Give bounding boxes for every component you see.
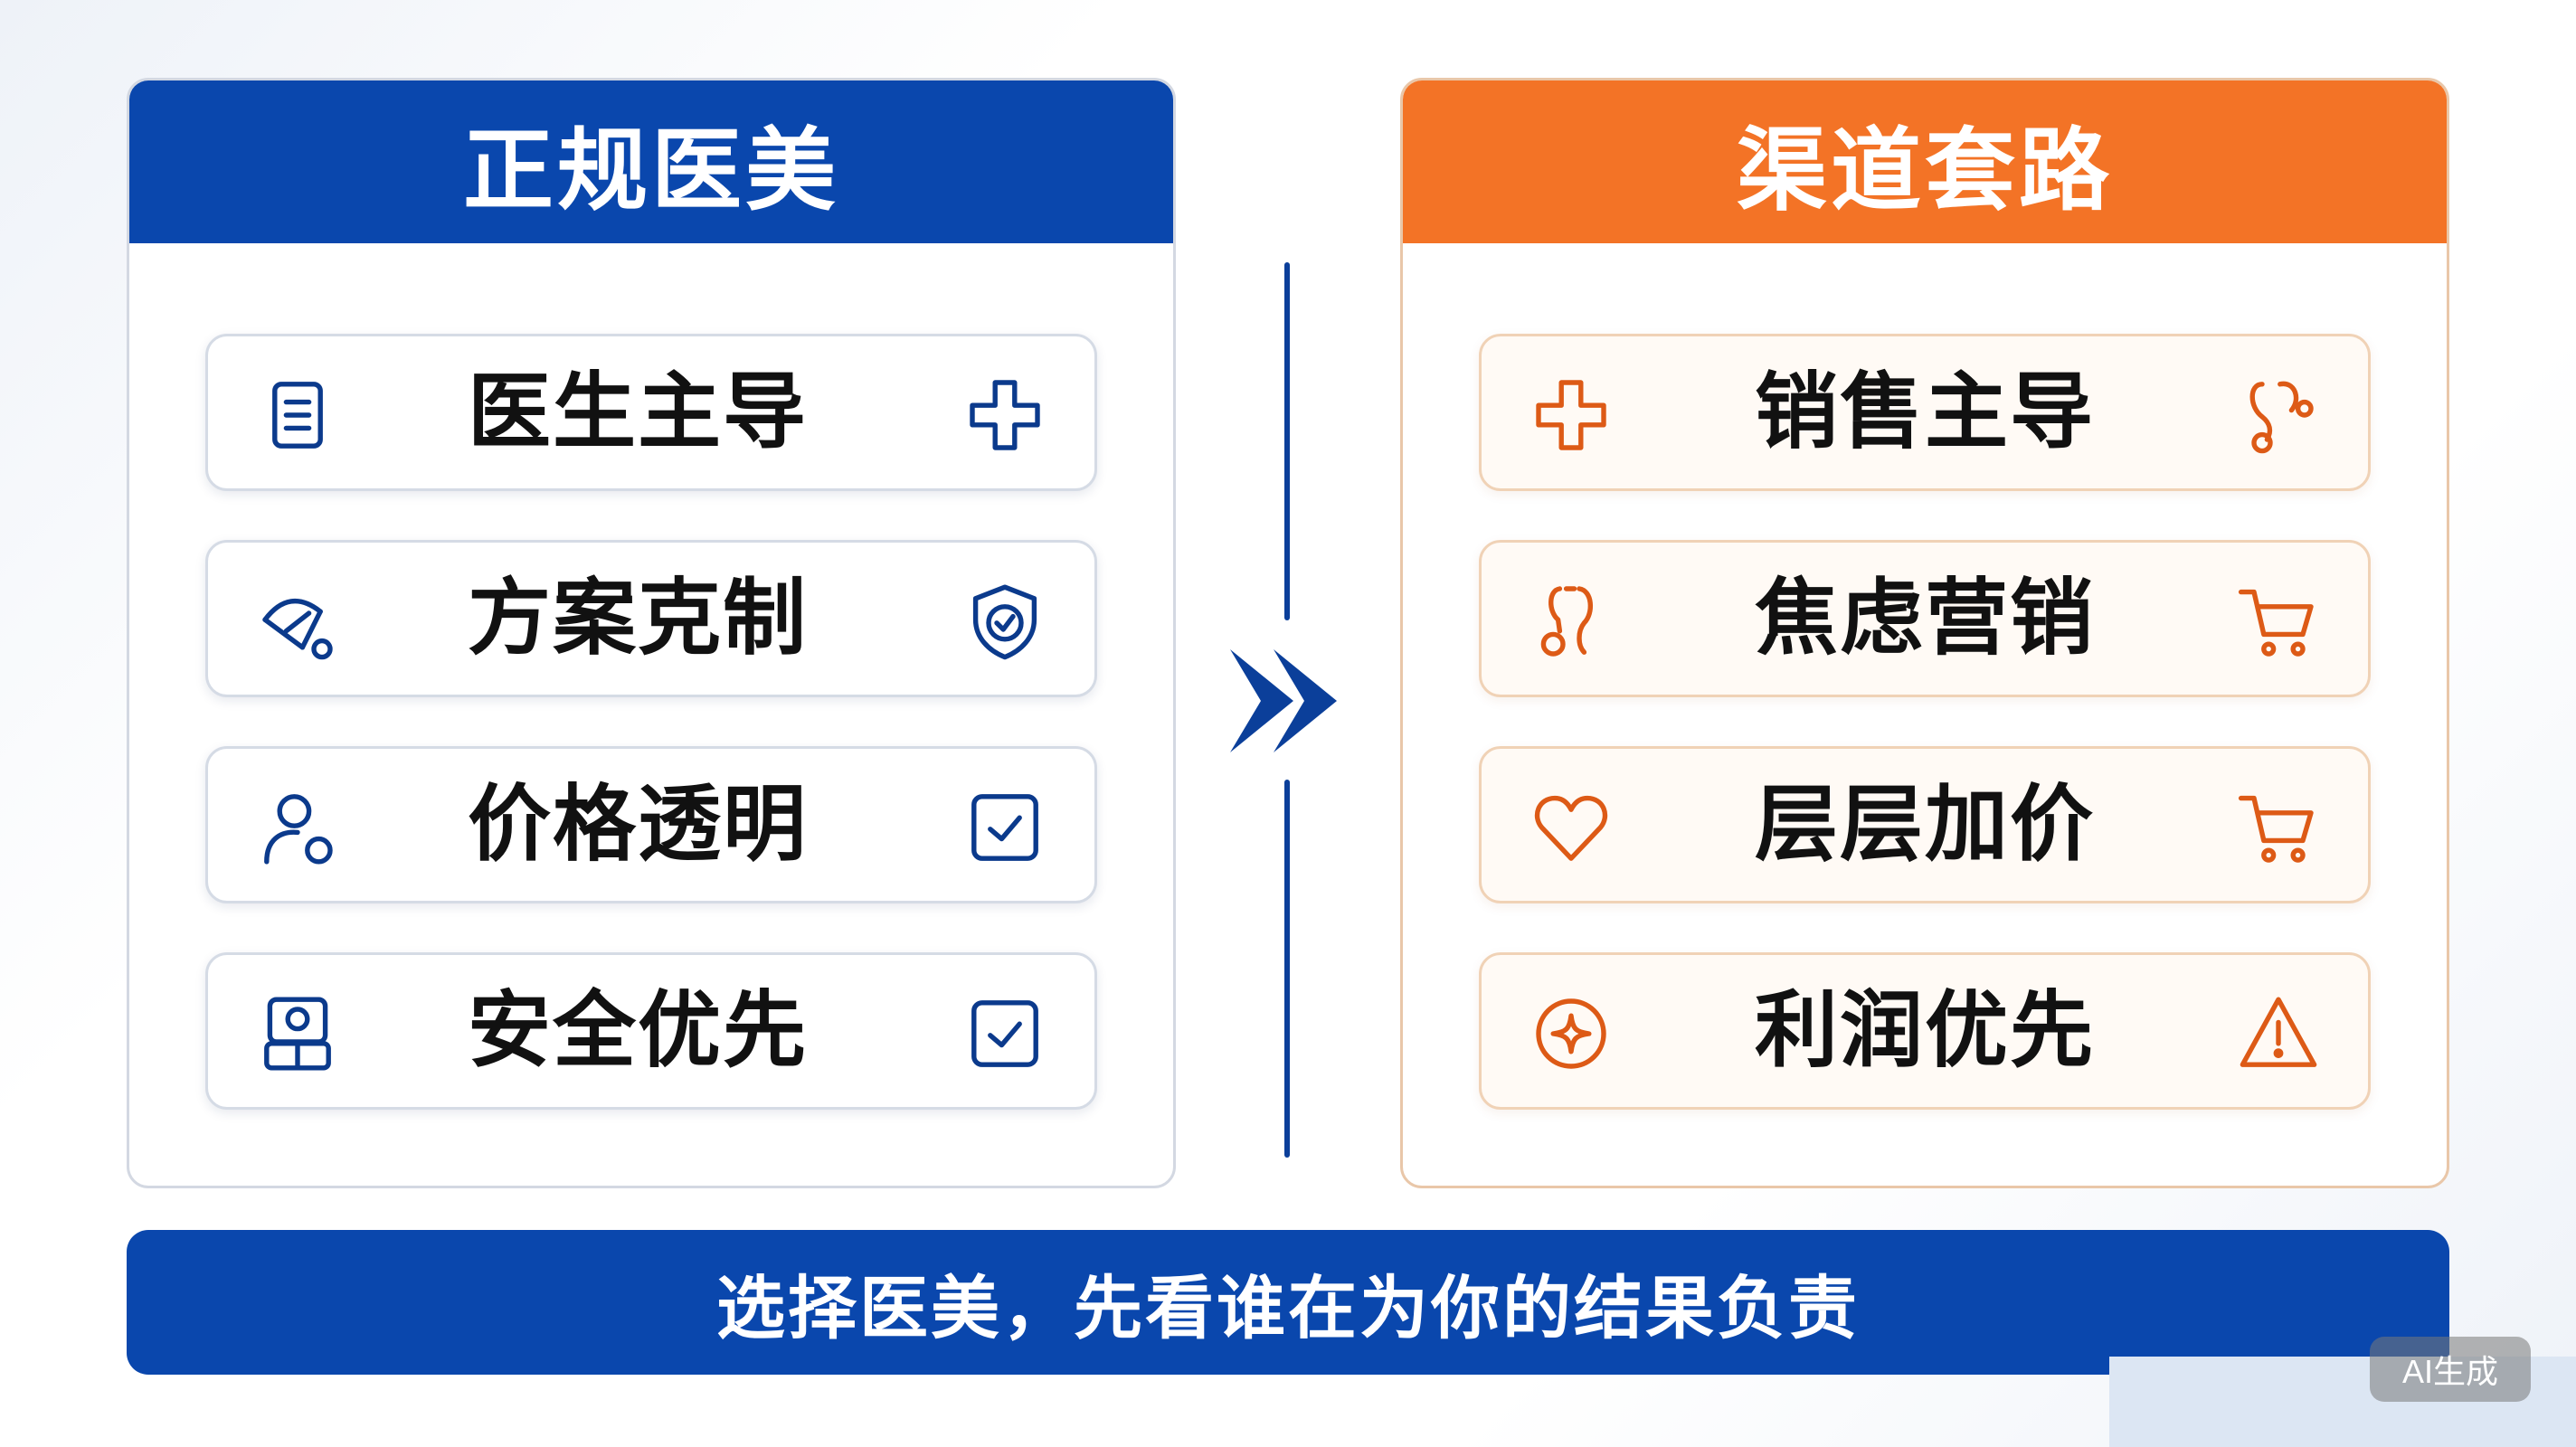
item-label: 层层加价 — [1754, 776, 2095, 873]
document-icon — [257, 374, 338, 456]
sparkle-circle-icon — [1530, 993, 1612, 1074]
medical-cross-icon — [1530, 374, 1612, 456]
divider-line — [1284, 262, 1290, 620]
item-label: 价格透明 — [467, 776, 808, 873]
fan-icon — [257, 581, 338, 662]
legit-panel-title: 正规医美 — [129, 80, 1173, 243]
item-label: 焦虑营销 — [1754, 570, 2095, 667]
legit-medical-panel: 正规医美 医生主导 方案克制 — [127, 78, 1176, 1188]
heart-icon — [1530, 787, 1612, 868]
item-label: 安全优先 — [467, 982, 808, 1079]
tricks-item-list: 销售主导 焦虑营销 — [1479, 334, 2371, 1159]
item-label: 医生主导 — [467, 364, 808, 460]
item-label: 销售主导 — [1754, 364, 2095, 460]
list-item: 医生主导 — [205, 334, 1097, 491]
item-label: 利润优先 — [1754, 982, 2095, 1079]
ai-generated-badge: AI生成 — [2370, 1337, 2531, 1402]
list-item: 焦虑营销 — [1479, 540, 2371, 697]
medical-id-icon — [257, 993, 338, 1074]
user-icon — [257, 787, 338, 868]
tricks-panel-title: 渠道套路 — [1403, 80, 2447, 243]
checkbox-icon — [964, 993, 1046, 1074]
list-item: 层层加价 — [1479, 746, 2371, 903]
medical-cross-icon — [964, 374, 1046, 456]
shield-check-icon — [964, 581, 1046, 662]
list-item: 方案克制 — [205, 540, 1097, 697]
bottom-banner: 选择医美，先看谁在为你的结果负责 — [127, 1230, 2449, 1375]
shopping-cart-icon — [2238, 581, 2319, 662]
divider-line — [1284, 780, 1290, 1158]
checkbox-icon — [964, 787, 1046, 868]
stethoscope-icon — [1530, 581, 1612, 662]
list-item: 安全优先 — [205, 952, 1097, 1110]
channel-tricks-panel: 渠道套路 销售主导 焦虑营销 — [1400, 78, 2449, 1188]
list-item: 销售主导 — [1479, 334, 2371, 491]
shopping-cart-icon — [2238, 787, 2319, 868]
legit-item-list: 医生主导 方案克制 — [205, 334, 1097, 1159]
stethoscope-icon — [2238, 374, 2319, 456]
list-item: 利润优先 — [1479, 952, 2371, 1110]
double-chevron-right-icon — [1230, 642, 1366, 760]
warning-icon — [2238, 993, 2319, 1074]
item-label: 方案克制 — [467, 570, 808, 667]
list-item: 价格透明 — [205, 746, 1097, 903]
